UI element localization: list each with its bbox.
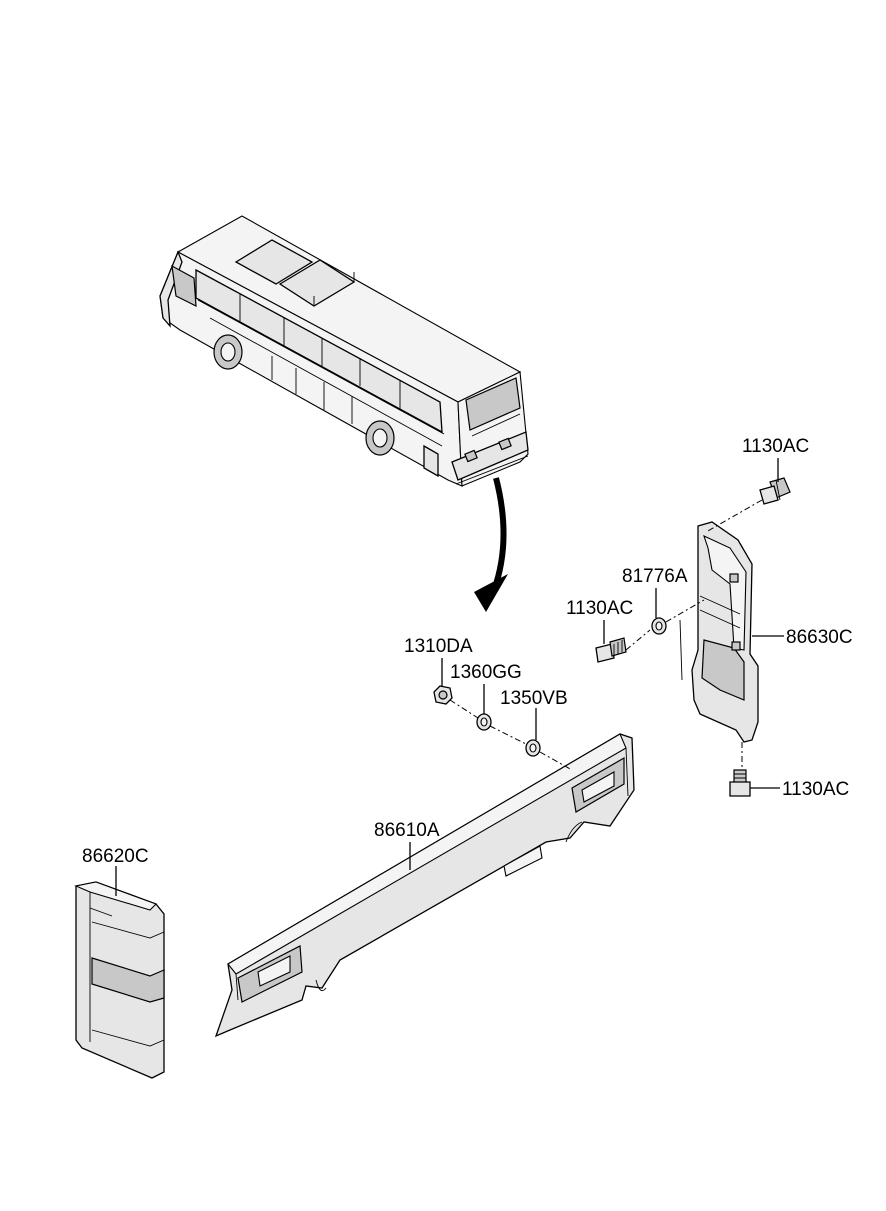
label-washer-right: 81776A xyxy=(622,566,688,587)
assembly-centerlines xyxy=(449,499,763,771)
arrow-icon xyxy=(474,477,508,612)
bolt-mid-icon xyxy=(595,637,627,663)
bolt-bottom-right-icon xyxy=(729,769,751,797)
label-spacer: 1360GG xyxy=(450,662,522,683)
rear-bumper-part xyxy=(214,733,635,1038)
right-bracket-part xyxy=(679,521,759,743)
label-bracket-right: 86630C xyxy=(786,627,853,648)
washer-right-icon xyxy=(651,617,667,635)
nut-icon xyxy=(433,685,453,705)
washer-center-icon xyxy=(525,739,541,757)
label-bumper: 86610A xyxy=(374,820,440,841)
label-nut: 1310DA xyxy=(404,636,473,657)
label-bolt-top-right: 1130AC xyxy=(742,436,809,457)
spacer-icon xyxy=(476,713,492,731)
bus-illustration xyxy=(159,215,529,487)
label-bolt-bottom-right: 1130AC xyxy=(782,779,849,800)
label-washer-center: 1350VB xyxy=(500,688,568,709)
label-corner-left: 86620C xyxy=(82,846,149,867)
left-corner-part xyxy=(74,881,165,1079)
label-bolt-mid: 1130AC xyxy=(566,598,633,619)
bolt-top-right-icon xyxy=(759,477,791,505)
leader-lines xyxy=(115,458,784,896)
